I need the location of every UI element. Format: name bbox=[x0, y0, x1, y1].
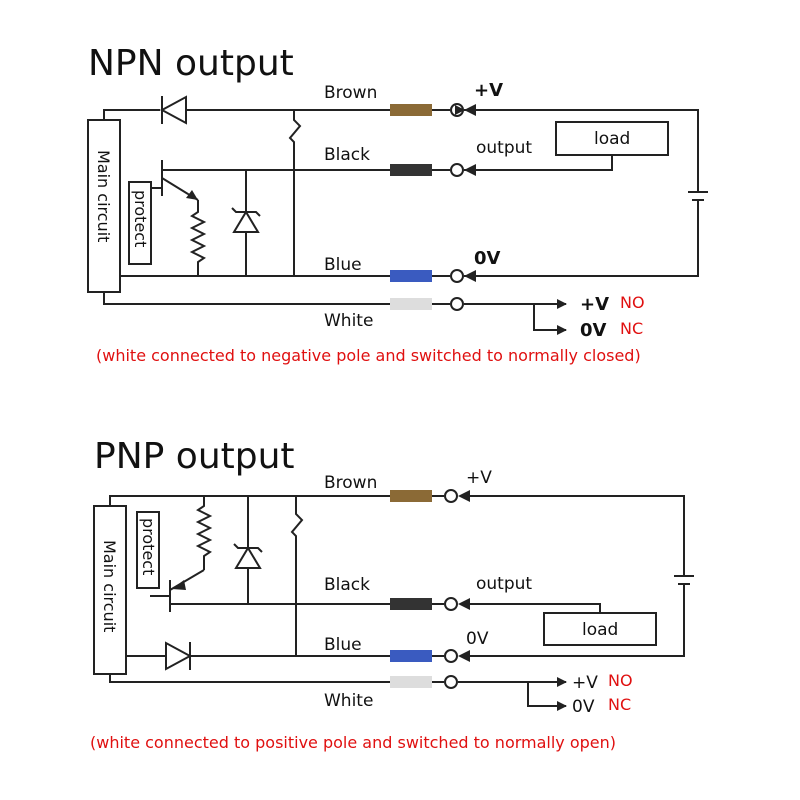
npn-diagram: NPN output Main circuit Brown +V load ou… bbox=[87, 43, 708, 365]
npn-protect-box bbox=[128, 181, 152, 265]
npn-brown-left-wire bbox=[103, 109, 160, 120]
npn-white-zero-v: 0V bbox=[580, 320, 607, 341]
pnp-white-plus-v: +V bbox=[572, 673, 598, 693]
npn-white-no: NO bbox=[620, 293, 645, 312]
npn-brown-swatch bbox=[390, 104, 432, 116]
npn-white-nc: NC bbox=[620, 319, 643, 338]
npn-supply-top-wire bbox=[455, 105, 699, 192]
npn-white-label: White bbox=[324, 311, 373, 331]
npn-switch-contact bbox=[288, 110, 302, 276]
pnp-black-swatch bbox=[390, 598, 432, 610]
npn-white-terminal[interactable] bbox=[450, 297, 464, 311]
pnp-title: PNP output bbox=[94, 436, 295, 477]
pnp-protect-box bbox=[136, 511, 160, 589]
pnp-white-wire bbox=[109, 674, 390, 683]
pnp-white-zero-v: 0V bbox=[572, 697, 595, 717]
pnp-white-nc-arrow bbox=[527, 682, 567, 711]
npn-black-terminal[interactable] bbox=[450, 163, 464, 177]
pnp-battery-symbol bbox=[674, 575, 694, 585]
pnp-white-label: White bbox=[324, 691, 373, 711]
npn-brown-terminal[interactable] bbox=[450, 103, 464, 117]
npn-note: (white connected to negative pole and sw… bbox=[96, 346, 641, 365]
npn-zener-diode bbox=[231, 170, 261, 276]
npn-blue-swatch bbox=[390, 270, 432, 282]
npn-white-wire bbox=[103, 292, 390, 305]
pnp-resistor bbox=[195, 496, 213, 570]
npn-main-circuit-label: Main circuit bbox=[94, 150, 113, 242]
npn-white-nc-arrow bbox=[533, 304, 567, 335]
npn-blue-terminal[interactable] bbox=[450, 269, 464, 283]
pnp-brown-terminal[interactable] bbox=[444, 489, 458, 503]
pnp-main-circuit-label: Main circuit bbox=[100, 540, 119, 632]
pnp-zero-v-label: 0V bbox=[466, 629, 489, 649]
pnp-white-no: NO bbox=[608, 671, 633, 690]
pnp-transistor bbox=[150, 569, 205, 612]
npn-load-box bbox=[555, 121, 669, 156]
pnp-supply-bottom-wire bbox=[470, 584, 685, 657]
pnp-blue-label: Blue bbox=[324, 635, 362, 655]
npn-output-wire bbox=[464, 155, 613, 171]
npn-plus-v-label: +V bbox=[474, 80, 503, 101]
npn-blue-label: Blue bbox=[324, 255, 362, 275]
pnp-load-label: load bbox=[582, 620, 618, 640]
pnp-white-swatch bbox=[390, 676, 432, 688]
npn-brown-label: Brown bbox=[324, 83, 377, 103]
pnp-plus-v-label: +V bbox=[466, 468, 492, 488]
pnp-diode bbox=[165, 641, 193, 671]
npn-load-label: load bbox=[594, 129, 630, 149]
npn-white-swatch bbox=[390, 298, 432, 310]
pnp-output-label: output bbox=[476, 574, 532, 594]
pnp-brown-wire bbox=[109, 495, 390, 506]
npn-diode bbox=[159, 95, 187, 125]
npn-black-swatch bbox=[390, 164, 432, 176]
pnp-white-terminal[interactable] bbox=[444, 675, 458, 689]
pnp-diagram: PNP output Main circuit Brown +V load ou… bbox=[90, 436, 694, 752]
pnp-zener-diode bbox=[233, 496, 263, 604]
pnp-brown-swatch bbox=[390, 490, 432, 502]
npn-battery-symbol bbox=[688, 191, 708, 201]
npn-main-circuit-box bbox=[87, 119, 121, 293]
pnp-brown-label: Brown bbox=[324, 473, 377, 493]
pnp-white-nc: NC bbox=[608, 695, 631, 714]
npn-output-label: output bbox=[476, 138, 532, 158]
pnp-output-wire bbox=[470, 603, 601, 613]
npn-zero-v-label: 0V bbox=[474, 248, 501, 269]
npn-resistor bbox=[189, 200, 207, 276]
pnp-blue-swatch bbox=[390, 650, 432, 662]
pnp-black-label: Black bbox=[324, 575, 370, 595]
pnp-protect-label: protect bbox=[139, 518, 158, 575]
pnp-blue-terminal[interactable] bbox=[444, 649, 458, 663]
npn-supply-bottom-wire bbox=[464, 200, 699, 277]
npn-title: NPN output bbox=[88, 43, 294, 84]
pnp-supply-top-wire bbox=[470, 495, 685, 576]
pnp-black-terminal[interactable] bbox=[444, 597, 458, 611]
pnp-switch-contact bbox=[290, 496, 304, 656]
npn-black-label: Black bbox=[324, 145, 370, 165]
pnp-note: (white connected to positive pole and sw… bbox=[90, 733, 616, 752]
npn-protect-label: protect bbox=[131, 190, 150, 247]
npn-white-plus-v: +V bbox=[580, 294, 609, 315]
